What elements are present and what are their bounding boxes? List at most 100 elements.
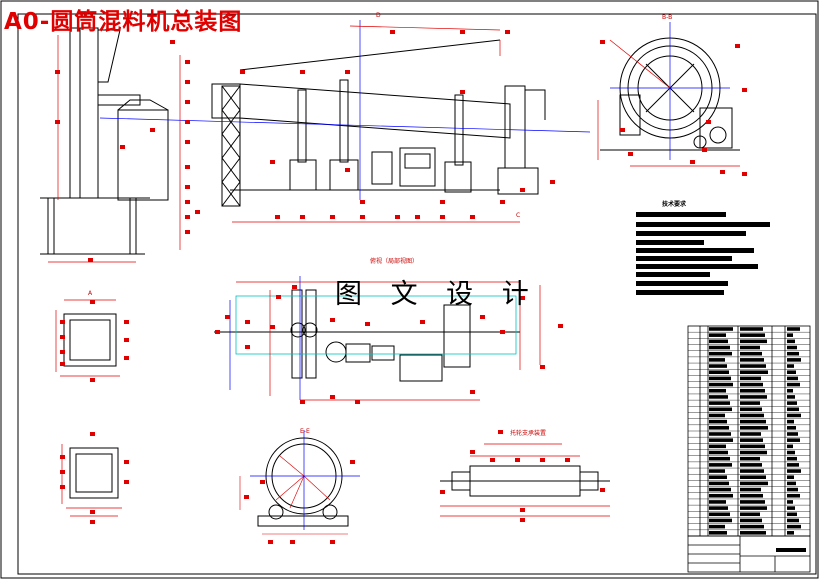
dimension-marker: [600, 488, 605, 492]
main-elevation-view: [40, 27, 546, 255]
parts-cell-text: [709, 463, 732, 467]
parts-cell-text: [740, 493, 763, 498]
view-label-bb: B-B: [662, 14, 673, 21]
parts-cell-text: [787, 487, 798, 492]
parts-cell-text: [787, 531, 794, 535]
parts-cell-text: [709, 487, 731, 492]
dimension-marker: [540, 458, 545, 462]
dimension-marker: [292, 285, 297, 289]
parts-cell-text: [787, 364, 794, 368]
dimension-marker: [275, 215, 280, 219]
dimension-marker: [185, 230, 190, 234]
parts-cell-text: [740, 438, 763, 442]
dimension-marker: [550, 180, 555, 184]
dimension-marker: [742, 88, 747, 92]
parts-cell-text: [740, 426, 768, 430]
dimension-marker: [60, 455, 65, 459]
parts-cell-text: [740, 463, 762, 467]
parts-cell-text: [709, 358, 725, 362]
parts-cell-text: [709, 333, 726, 337]
dimension-marker: [60, 485, 65, 489]
dimension-marker: [500, 330, 505, 334]
parts-cell-text: [740, 481, 768, 486]
parts-cell-text: [709, 512, 730, 517]
dimension-marker: [470, 390, 475, 394]
dimension-marker: [470, 450, 475, 454]
dimension-marker: [60, 335, 65, 339]
parts-cell-text: [787, 518, 799, 523]
main-dimensions: [48, 25, 520, 263]
dimension-marker: [120, 145, 125, 149]
dimension-markers: [55, 30, 747, 544]
parts-cell-text: [787, 426, 796, 430]
dimension-marker: [520, 296, 525, 300]
parts-cell-text: [740, 407, 762, 412]
dimension-marker: [720, 170, 725, 174]
parts-cell-text: [787, 475, 794, 480]
view-label-support: 托轮支承装置: [510, 430, 547, 437]
parts-cell-text: [787, 524, 801, 529]
view-a-dims: [61, 444, 122, 517]
parts-cell-text: [709, 419, 727, 424]
dimension-marker: [195, 210, 200, 214]
parts-cell-text: [709, 524, 725, 529]
parts-cell-text: [709, 450, 728, 455]
parts-cell-text: [740, 456, 760, 461]
parts-cell-text: [787, 450, 795, 455]
dimension-marker: [350, 460, 355, 464]
parts-cell-text: [709, 426, 729, 430]
dimension-marker: [60, 470, 65, 474]
dimension-marker: [440, 200, 445, 204]
dimension-marker: [600, 40, 605, 44]
plan-dims: [236, 281, 541, 401]
parts-cell-text: [740, 388, 765, 393]
dimension-marker: [520, 518, 525, 522]
parts-cell-text: [787, 345, 797, 350]
parts-cell-text: [709, 351, 732, 356]
dimension-marker: [185, 215, 190, 219]
parts-cell-text: [787, 493, 800, 498]
dimension-marker: [515, 458, 520, 462]
parts-cell-text: [709, 432, 731, 436]
parts-cell-text: [709, 370, 729, 375]
dimension-marker: [245, 345, 250, 349]
dimension-marker: [215, 330, 220, 334]
dimension-marker: [440, 490, 445, 494]
parts-cell-text: [787, 339, 795, 344]
parts-cell-text: [740, 450, 767, 455]
dimension-marker: [185, 60, 190, 64]
dimension-marker: [490, 458, 495, 462]
dimension-marker: [735, 44, 740, 48]
dimension-marker: [505, 30, 510, 34]
parts-cell-text: [740, 333, 765, 337]
parts-cell-text: [740, 419, 766, 424]
dimension-marker: [500, 200, 505, 204]
dimension-marker: [185, 165, 190, 169]
plan-hidden-outline: [235, 295, 517, 355]
parts-cell-text: [709, 407, 732, 412]
view-label-a: A: [88, 290, 93, 297]
dimension-marker: [185, 100, 190, 104]
view-a: [69, 447, 119, 499]
inner-frame: [17, 13, 817, 575]
parts-cell-text: [709, 382, 733, 387]
dimension-marker: [360, 200, 365, 204]
dimension-marker: [395, 215, 400, 219]
drawing-title: A0-圆筒混料机总装图: [4, 9, 243, 35]
parts-cell-text: [787, 512, 797, 517]
parts-cell-text: [787, 500, 793, 504]
plan-centerlines: [229, 276, 301, 400]
parts-cell-text: [709, 469, 725, 473]
dimension-marker: [270, 325, 275, 329]
parts-cell-text: [740, 401, 760, 405]
tech-notes-title: 技术要求: [662, 201, 687, 208]
parts-cell-text: [787, 456, 797, 461]
dimension-marker: [185, 80, 190, 84]
dimension-marker: [60, 362, 65, 366]
parts-cell-text: [740, 487, 761, 492]
dimension-marker: [360, 215, 365, 219]
dimension-marker: [620, 128, 625, 132]
dimension-marker: [185, 200, 190, 204]
